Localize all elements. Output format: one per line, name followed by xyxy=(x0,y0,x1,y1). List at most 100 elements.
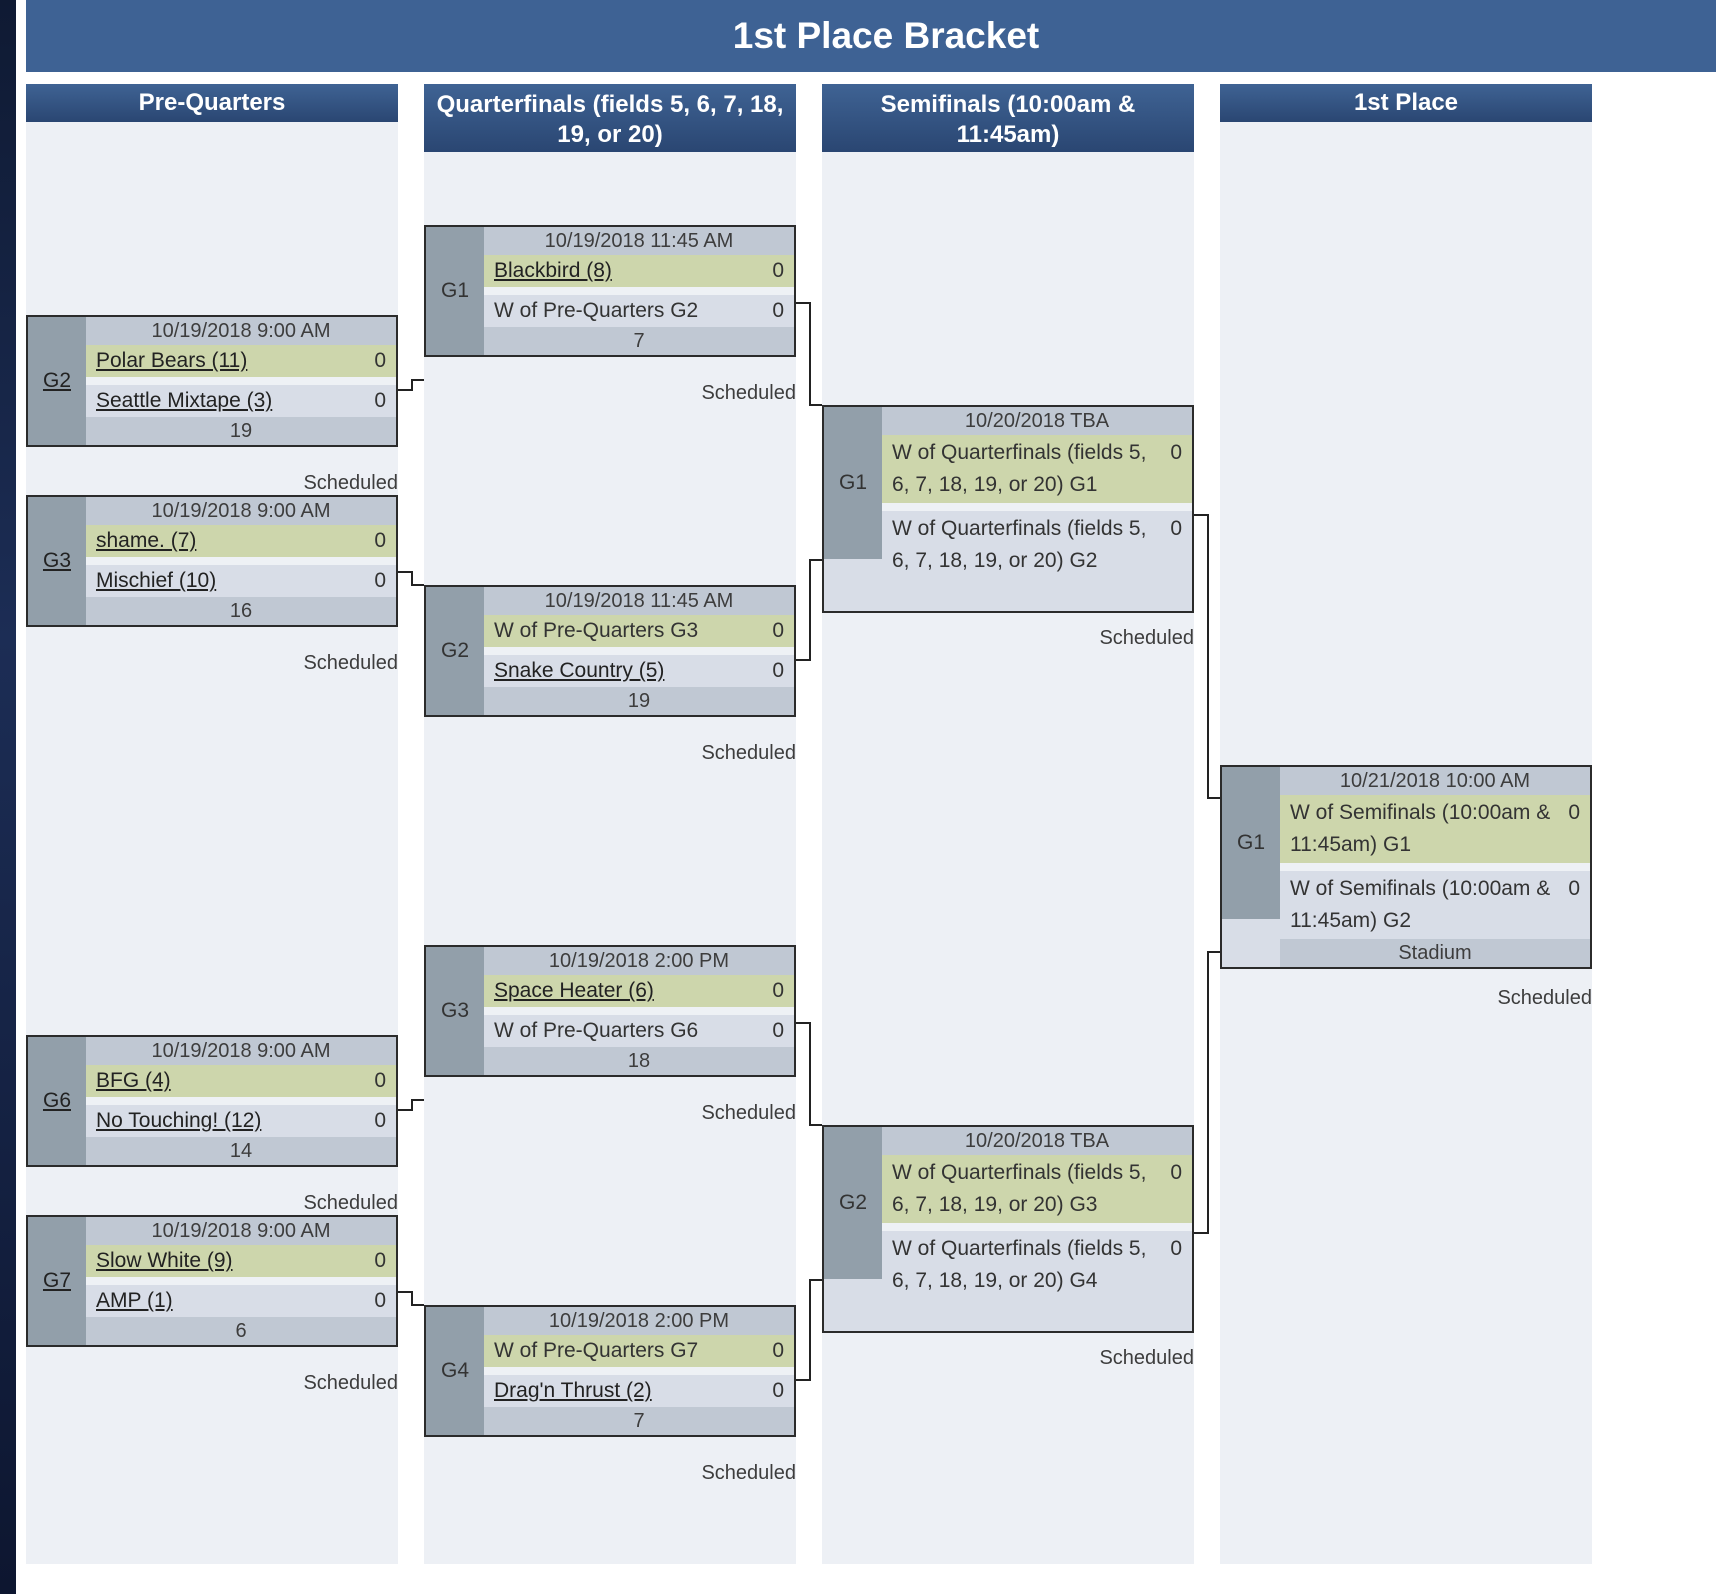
team-row: Polar Bears (11) 0 xyxy=(86,345,396,377)
team-score: 0 xyxy=(772,619,784,642)
game-semifinals-g2: G2 10/20/2018 TBA W of Quarterfinals (fi… xyxy=(822,1125,1194,1333)
game-status: Scheduled xyxy=(701,382,796,404)
team-row: AMP (1) 0 xyxy=(86,1277,396,1317)
game-field: 19 xyxy=(484,687,794,715)
game-field: 7 xyxy=(484,1407,794,1435)
team-row: shame. (7) 0 xyxy=(86,525,396,557)
team-score: 0 xyxy=(1170,517,1182,540)
connector-line xyxy=(398,571,424,586)
game-semifinals-g1: G1 10/20/2018 TBA W of Quarterfinals (fi… xyxy=(822,405,1194,613)
connector-line xyxy=(796,1022,822,1126)
game-field: Stadium xyxy=(1280,939,1590,967)
team-row: W of Pre-Quarters G6 0 xyxy=(484,1007,794,1047)
game-status: Scheduled xyxy=(303,652,398,674)
team-score: 0 xyxy=(772,1379,784,1402)
game-datetime: 10/19/2018 9:00 AM xyxy=(86,497,396,525)
connector-line xyxy=(1194,951,1220,1234)
game-id: G1 xyxy=(1222,767,1280,919)
game-quarterfinals-g1: G1 10/19/2018 11:45 AM Blackbird (8) 0 W… xyxy=(424,225,796,357)
page-title: 1st Place Bracket xyxy=(26,0,1716,72)
game-status: Scheduled xyxy=(303,1372,398,1394)
team-link[interactable]: Blackbird (8) xyxy=(494,259,612,282)
team-score: 0 xyxy=(374,1289,386,1312)
team-score: 0 xyxy=(1568,877,1580,900)
team-link[interactable]: Mischief (10) xyxy=(96,569,217,592)
team-score: 0 xyxy=(374,529,386,552)
team-link[interactable]: AMP (1) xyxy=(96,1289,173,1312)
team-placeholder: W of Pre-Quarters G2 xyxy=(494,299,699,322)
game-id: G2 xyxy=(426,587,484,715)
game-field: 6 xyxy=(86,1317,396,1345)
game-datetime: 10/19/2018 11:45 AM xyxy=(484,227,794,255)
team-placeholder: W of Semifinals (10:00am & 11:45am) G1 xyxy=(1290,801,1551,856)
game-prequarters-g2: G2 10/19/2018 9:00 AM Polar Bears (11) 0… xyxy=(26,315,398,447)
team-placeholder: W of Quarterfinals (fields 5, 6, 7, 18, … xyxy=(892,1161,1147,1216)
game-datetime: 10/20/2018 TBA xyxy=(882,1127,1192,1155)
connector-line xyxy=(398,1099,424,1111)
column-header-quarterfinals: Quarterfinals (fields 5, 6, 7, 18, 19, o… xyxy=(424,84,796,152)
team-link[interactable]: Drag'n Thrust (2) xyxy=(494,1379,652,1402)
connector-line xyxy=(1194,514,1220,799)
team-link[interactable]: Space Heater (6) xyxy=(494,979,654,1002)
team-score: 0 xyxy=(374,1109,386,1132)
game-datetime: 10/19/2018 11:45 AM xyxy=(484,587,794,615)
team-link[interactable]: No Touching! (12) xyxy=(96,1109,262,1132)
team-placeholder: W of Quarterfinals (fields 5, 6, 7, 18, … xyxy=(892,1237,1147,1292)
team-placeholder: W of Quarterfinals (fields 5, 6, 7, 18, … xyxy=(892,441,1147,496)
team-row: W of Pre-Quarters G7 0 xyxy=(484,1335,794,1367)
team-row: W of Quarterfinals (fields 5, 6, 7, 18, … xyxy=(882,435,1192,503)
game-id-link[interactable]: G2 xyxy=(28,317,86,445)
team-score: 0 xyxy=(1170,1237,1182,1260)
team-row: W of Quarterfinals (fields 5, 6, 7, 18, … xyxy=(882,1223,1192,1331)
team-score: 0 xyxy=(772,1339,784,1362)
game-status: Scheduled xyxy=(303,1192,398,1214)
game-status: Scheduled xyxy=(303,472,398,494)
team-row: Blackbird (8) 0 xyxy=(484,255,794,287)
game-id: G1 xyxy=(824,407,882,559)
game-datetime: 10/19/2018 2:00 PM xyxy=(484,947,794,975)
game-prequarters-g6: G6 10/19/2018 9:00 AM BFG (4) 0 No Touch… xyxy=(26,1035,398,1167)
game-id: G2 xyxy=(824,1127,882,1279)
column-header-final: 1st Place xyxy=(1220,84,1592,122)
game-datetime: 10/21/2018 10:00 AM xyxy=(1280,767,1590,795)
game-field: 14 xyxy=(86,1137,396,1165)
team-placeholder: W of Semifinals (10:00am & 11:45am) G2 xyxy=(1290,877,1551,932)
game-field: 19 xyxy=(86,417,396,445)
team-link[interactable]: Seattle Mixtape (3) xyxy=(96,389,273,412)
game-status: Scheduled xyxy=(701,742,796,764)
game-id-link[interactable]: G3 xyxy=(28,497,86,625)
team-score: 0 xyxy=(374,1069,386,1092)
team-score: 0 xyxy=(1170,441,1182,464)
team-score: 0 xyxy=(772,659,784,682)
team-row: W of Semifinals (10:00am & 11:45am) G1 0 xyxy=(1280,795,1590,863)
team-row: No Touching! (12) 0 xyxy=(86,1097,396,1137)
team-link[interactable]: shame. (7) xyxy=(96,529,197,552)
team-score: 0 xyxy=(374,1249,386,1272)
team-score: 0 xyxy=(1170,1161,1182,1184)
connector-line xyxy=(796,302,822,406)
team-link[interactable]: Slow White (9) xyxy=(96,1249,233,1272)
game-status: Scheduled xyxy=(1497,987,1592,1009)
game-field: 16 xyxy=(86,597,396,625)
game-datetime: 10/19/2018 9:00 AM xyxy=(86,1217,396,1245)
game-id-link[interactable]: G7 xyxy=(28,1217,86,1345)
team-placeholder: W of Pre-Quarters G7 xyxy=(494,1339,699,1362)
team-link[interactable]: Snake Country (5) xyxy=(494,659,665,682)
team-score: 0 xyxy=(772,259,784,282)
game-id: G3 xyxy=(426,947,484,1075)
team-score: 0 xyxy=(772,1019,784,1042)
team-row: W of Semifinals (10:00am & 11:45am) G2 0 xyxy=(1280,863,1590,939)
game-id-link[interactable]: G6 xyxy=(28,1037,86,1165)
team-row: Mischief (10) 0 xyxy=(86,557,396,597)
game-field: 18 xyxy=(484,1047,794,1075)
game-field: 7 xyxy=(484,327,794,355)
game-quarterfinals-g2: G2 10/19/2018 11:45 AM W of Pre-Quarters… xyxy=(424,585,796,717)
game-datetime: 10/19/2018 9:00 AM xyxy=(86,317,396,345)
game-prequarters-g7: G7 10/19/2018 9:00 AM Slow White (9) 0 A… xyxy=(26,1215,398,1347)
game-datetime: 10/20/2018 TBA xyxy=(882,407,1192,435)
team-link[interactable]: Polar Bears (11) xyxy=(96,349,248,372)
connector-line xyxy=(398,379,424,391)
left-rail xyxy=(0,0,16,1594)
team-link[interactable]: BFG (4) xyxy=(96,1069,171,1092)
team-score: 0 xyxy=(374,569,386,592)
